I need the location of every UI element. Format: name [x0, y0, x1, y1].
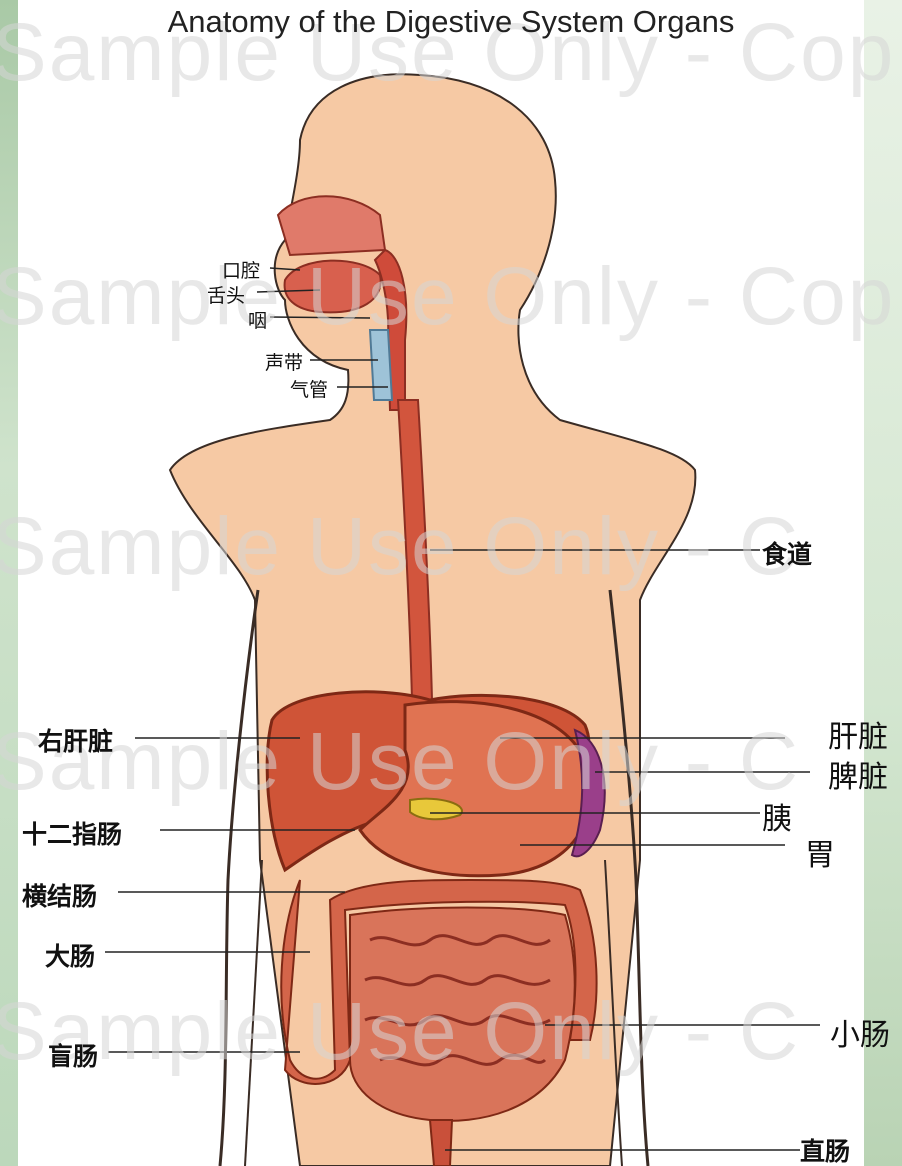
label-large-intestine: 大肠 [45, 937, 95, 973]
label-small-intestine: 小肠 [830, 1010, 890, 1054]
label-right-liver: 右肝脏 [38, 722, 113, 758]
label-liver: 肝脏 [828, 712, 888, 756]
rectum-shape [430, 1120, 452, 1166]
watermark-text: Sample Use Only - Cop [0, 250, 895, 344]
label-stomach: 胃 [805, 830, 835, 874]
label-mouth: 口腔 [222, 256, 260, 283]
label-pharynx: 咽 [248, 306, 267, 333]
left-arm-outline [220, 590, 258, 1166]
diagram-title: Anatomy of the Digestive System Organs [0, 4, 902, 40]
label-rectum: 直肠 [800, 1132, 850, 1166]
watermark-text: Sample Use Only - C [0, 715, 800, 809]
label-pancreas: 胰 [762, 794, 792, 838]
label-cecum: 盲肠 [48, 1037, 98, 1073]
watermark-text: Sample Use Only - C [0, 500, 800, 594]
label-esophagus: 食道 [762, 535, 812, 571]
label-vocal-cords: 声带 [265, 348, 303, 375]
watermark-text: Sample Use Only - C [0, 985, 800, 1079]
label-spleen: 脾脏 [828, 752, 888, 796]
label-duodenum: 十二指肠 [22, 815, 122, 851]
label-tongue: 舌头 [207, 281, 245, 308]
label-transverse-colon: 横结肠 [22, 877, 97, 913]
label-trachea: 气管 [290, 375, 328, 402]
